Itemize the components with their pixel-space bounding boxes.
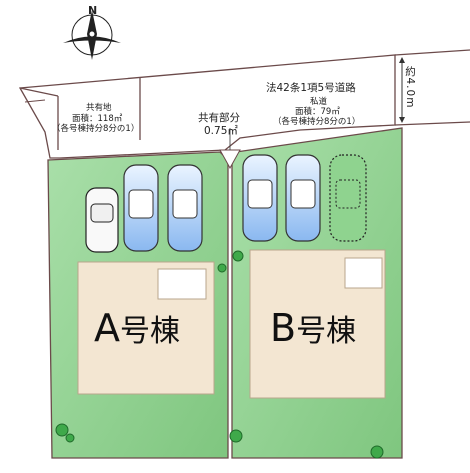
shared-part-title: 共有部分	[198, 112, 240, 124]
car-blue-b2	[285, 154, 321, 242]
compass-icon	[63, 10, 121, 60]
building-a	[77, 261, 215, 395]
car-blue-b1	[242, 154, 278, 242]
road-width-label: 約4.0m	[404, 66, 416, 109]
car-outline-b	[329, 154, 367, 242]
building-b	[249, 249, 386, 399]
road-share: （各号棟持分8分の1）	[273, 117, 361, 127]
private-road	[18, 49, 470, 159]
car-outline-a	[85, 187, 119, 253]
building-b-suffix: 号棟	[296, 314, 357, 349]
shared-land-share: （各号棟持分8分の1）	[52, 124, 140, 134]
road-title: 法42条1項5号道路	[266, 82, 356, 94]
building-a-letter: A	[94, 306, 120, 350]
shared-land-area: 面積：118㎡	[72, 114, 123, 124]
road-width-dimension	[399, 57, 405, 123]
car-blue-a1	[123, 164, 159, 252]
building-b-letter: B	[270, 306, 297, 350]
car-blue-a2	[167, 164, 203, 252]
shared-part-area: 0.75㎡	[204, 125, 238, 137]
road-area: 面積：79㎡	[295, 107, 340, 117]
road-type: 私道	[310, 97, 328, 107]
trees	[55, 250, 384, 459]
building-a-suffix: 号棟	[120, 314, 180, 349]
building-b-label: B号棟	[270, 309, 357, 349]
compass-north-label: N	[88, 4, 98, 17]
building-a-label: A号棟	[94, 309, 180, 349]
shared-land-title: 共有地	[86, 103, 112, 113]
